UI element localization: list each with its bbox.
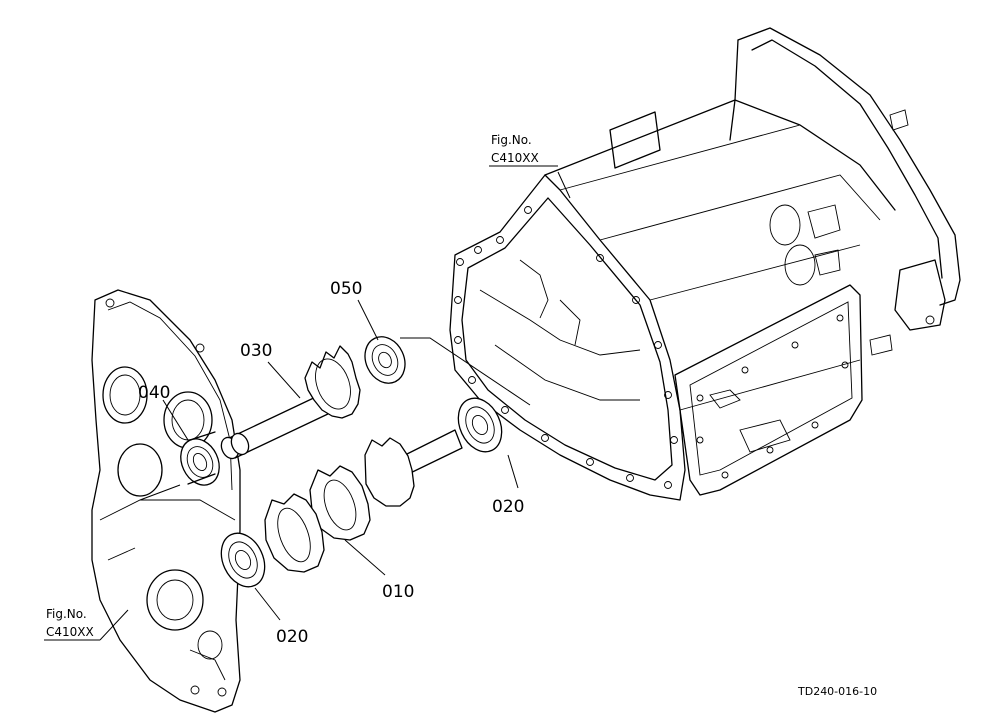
label-020-lower: 020	[276, 627, 308, 647]
bearing-050	[364, 336, 406, 384]
fig-ref-upper-line2: C410XX	[491, 151, 539, 165]
bearing-040	[180, 431, 220, 486]
gear-010-a	[364, 437, 415, 507]
shaft-010	[264, 429, 463, 573]
transmission-case	[449, 27, 961, 501]
gear-030	[304, 345, 361, 419]
drawing-code: TD240-016-10	[797, 685, 877, 698]
label-020-upper: 020	[492, 497, 524, 517]
gear-010-c	[264, 493, 325, 573]
label-040: 040	[138, 383, 170, 403]
leader-lines	[99, 171, 571, 641]
bearing-020-lower	[220, 532, 266, 588]
fig-ref-lower-line2: C410XX	[46, 625, 94, 639]
fig-ref-upper: Fig.No. C410XX	[489, 133, 558, 167]
label-050: 050	[330, 279, 362, 299]
bearing-020-upper	[457, 397, 503, 453]
shaft-030	[220, 345, 361, 460]
mid-cover-plate	[91, 289, 241, 713]
gear-010-b	[309, 465, 371, 541]
label-010: 010	[382, 582, 414, 602]
fig-ref-lower-line1: Fig.No.	[46, 607, 87, 621]
assembly-line-upper	[139, 337, 531, 501]
fig-ref-upper-line1: Fig.No.	[491, 133, 532, 147]
fig-ref-lower: Fig.No. C410XX	[44, 607, 100, 641]
label-030: 030	[240, 341, 272, 361]
